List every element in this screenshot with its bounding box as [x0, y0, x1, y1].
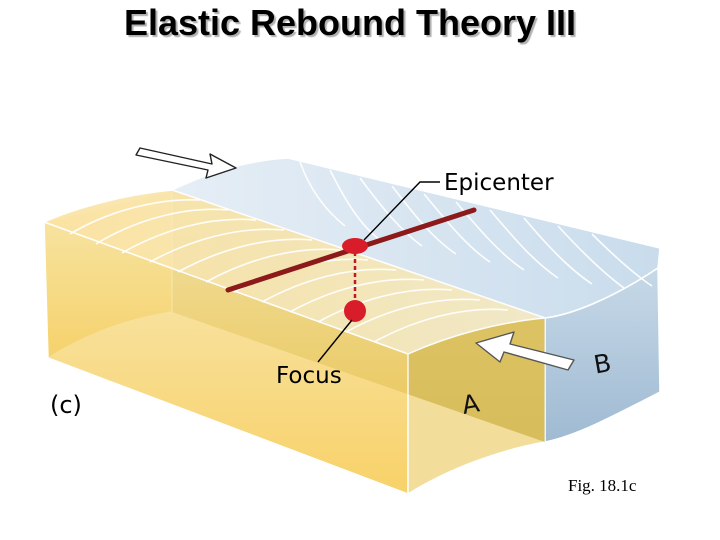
block-b-side — [544, 266, 661, 443]
block-b-label: B — [592, 348, 614, 380]
motion-arrow-top-left — [135, 147, 237, 179]
motion-arrow-block-b — [475, 331, 575, 371]
epicenter-marker — [342, 238, 368, 254]
focus-label: Focus — [276, 363, 342, 389]
focus-leader-line — [317, 319, 353, 363]
top-surface-lines — [69, 161, 653, 343]
figure-caption: Fig. 18.1c — [568, 476, 637, 495]
block-a-label: A — [460, 388, 482, 420]
block-a-right-face — [407, 317, 546, 496]
epicenter-leader-line — [363, 181, 440, 241]
slide-title: Elastic Rebound Theory III — [123, 2, 577, 43]
panel-label: (c) — [50, 391, 82, 419]
epicenter-label: Epicenter — [444, 170, 554, 196]
block-b — [170, 157, 661, 443]
focus-marker — [344, 300, 366, 322]
